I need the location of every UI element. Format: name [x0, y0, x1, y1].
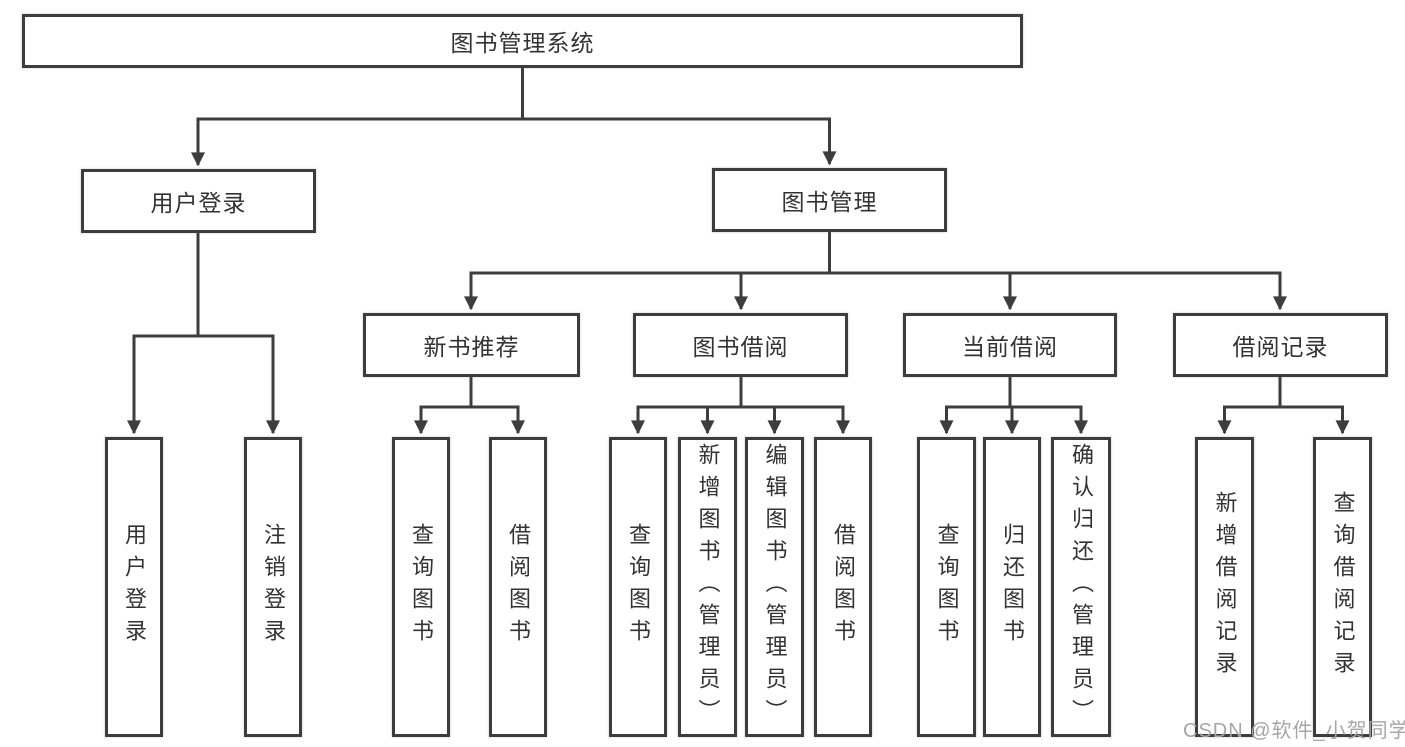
node-book-management: 图书管理	[712, 168, 947, 232]
leaf-borrow-books: 借阅图书	[814, 437, 872, 737]
leaf-label: 新增图书（管理员）	[695, 443, 721, 731]
leaf-query-books-recommend: 查询图书	[392, 437, 450, 737]
leaf-user-login: 用户登录	[105, 437, 163, 737]
node-user-login: 用户登录	[81, 169, 316, 233]
node-library-management-system: 图书管理系统	[22, 14, 1023, 68]
leaf-label: 注销登录	[261, 523, 286, 651]
leaf-add-book-admin: 新增图书（管理员）	[678, 437, 737, 737]
node-label: 当前借阅	[962, 334, 1058, 360]
leaf-label: 用户登录	[122, 523, 147, 651]
leaf-label: 确认归还（管理员）	[1069, 443, 1094, 731]
leaf-query-borrow-record: 查询借阅记录	[1313, 437, 1372, 737]
leaf-label: 查询借阅记录	[1330, 491, 1356, 683]
leaf-label: 查询图书	[626, 523, 651, 651]
node-book-borrowing: 图书借阅	[633, 313, 848, 377]
node-borrowing-records: 借阅记录	[1173, 313, 1388, 377]
node-label: 借阅记录	[1232, 334, 1329, 360]
leaf-add-borrow-record: 新增借阅记录	[1195, 437, 1254, 737]
leaf-confirm-return-admin: 确认归还（管理员）	[1051, 437, 1111, 737]
leaf-label: 新增借阅记录	[1212, 491, 1238, 683]
leaf-label: 查询图书	[934, 523, 960, 651]
leaf-label: 借阅图书	[506, 523, 531, 651]
node-label: 新书推荐	[423, 334, 520, 360]
leaf-query-books-borrowing: 查询图书	[609, 437, 667, 737]
node-label: 图书借阅	[692, 334, 789, 360]
leaf-label: 借阅图书	[831, 523, 856, 651]
leaf-label: 归还图书	[1000, 523, 1025, 651]
leaf-logout: 注销登录	[244, 437, 302, 737]
node-new-book-recommendation: 新书推荐	[363, 313, 580, 377]
leaf-label: 查询图书	[409, 523, 434, 651]
leaf-return-books: 归还图书	[983, 437, 1041, 737]
node-label: 用户登录	[150, 190, 247, 216]
leaf-query-books-current: 查询图书	[917, 437, 976, 737]
node-current-borrowing: 当前借阅	[903, 313, 1117, 377]
node-label: 图书管理	[781, 189, 878, 215]
csdn-watermark: CSDN @软件_小贺同学	[1183, 720, 1405, 742]
node-label: 图书管理系统	[450, 30, 595, 56]
leaf-edit-book-admin: 编辑图书（管理员）	[745, 437, 804, 737]
leaf-borrow-books-recommend: 借阅图书	[489, 437, 547, 737]
leaf-label: 编辑图书（管理员）	[762, 443, 788, 731]
